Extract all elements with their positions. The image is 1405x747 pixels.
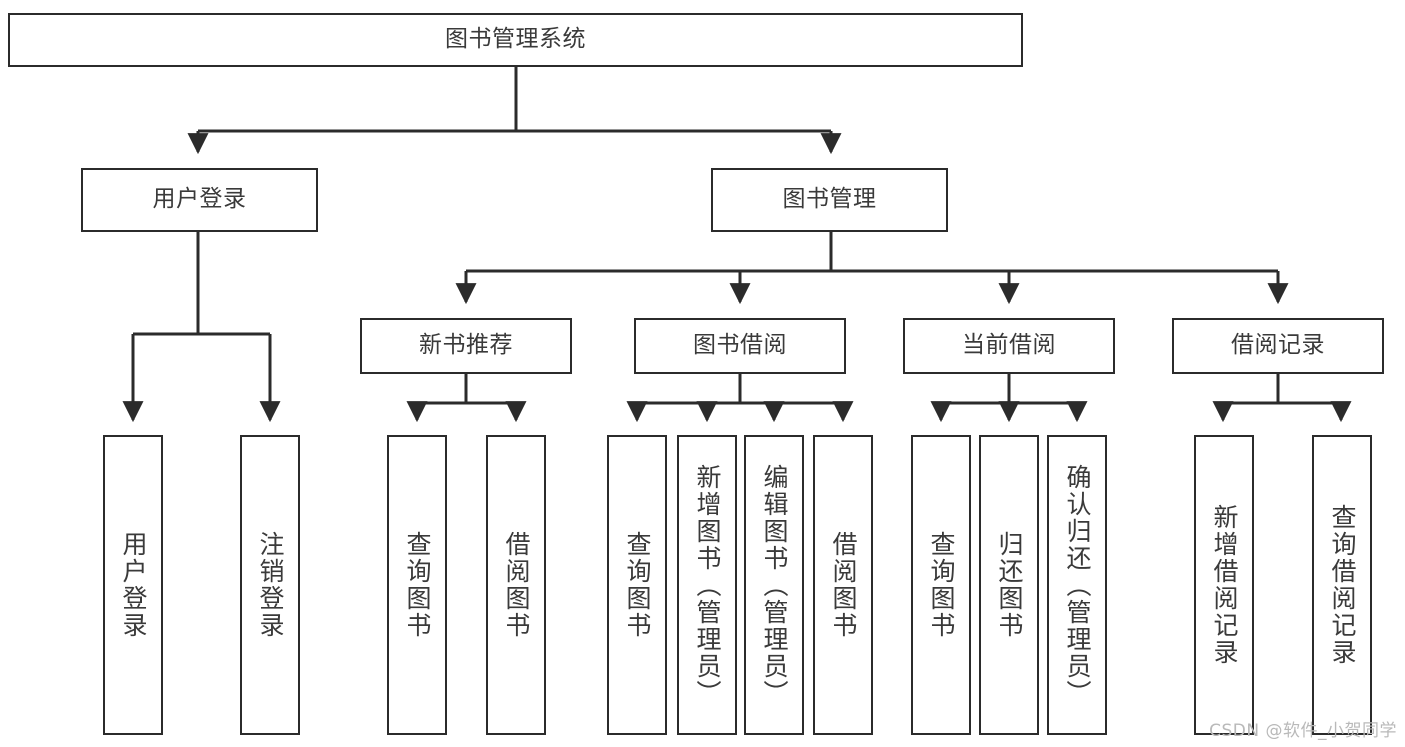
leaf-book-borrow-query-book[interactable]: 查询图书 (607, 435, 667, 735)
leaf-new-book-borrow-book[interactable]: 借阅图书 (486, 435, 546, 735)
leaf-current-borrow-query-book[interactable]: 查询图书 (911, 435, 971, 735)
leaf-label: 查询借阅记录 (1328, 504, 1357, 666)
node-user-login[interactable]: 用户登录 (81, 168, 318, 232)
leaf-label: 新增图书（管理员） (693, 463, 722, 707)
leaf-user-login-login[interactable]: 用户登录 (103, 435, 163, 735)
leaf-book-borrow-edit-book[interactable]: 编辑图书（管理员） (744, 435, 804, 735)
leaf-book-borrow-borrow-book[interactable]: 借阅图书 (813, 435, 873, 735)
leaf-new-book-query-book[interactable]: 查询图书 (387, 435, 447, 735)
leaf-label: 注销登录 (256, 531, 285, 639)
leaf-label: 用户登录 (119, 531, 148, 639)
leaf-label: 查询图书 (403, 531, 432, 639)
node-user-login-label: 用户登录 (152, 186, 247, 213)
node-new-book-recommend-label: 新书推荐 (419, 332, 513, 359)
leaf-borrow-record-add-record[interactable]: 新增借阅记录 (1194, 435, 1254, 735)
leaf-label: 新增借阅记录 (1210, 504, 1239, 666)
leaf-label: 编辑图书（管理员） (760, 463, 789, 707)
node-new-book-recommend[interactable]: 新书推荐 (360, 318, 572, 374)
node-book-management-label: 图书管理 (782, 186, 877, 213)
leaf-label: 查询图书 (927, 531, 956, 639)
node-borrow-record-label: 借阅记录 (1231, 332, 1325, 359)
node-book-management[interactable]: 图书管理 (711, 168, 948, 232)
leaf-label: 确认归还（管理员） (1063, 463, 1092, 707)
node-book-borrow[interactable]: 图书借阅 (634, 318, 846, 374)
node-current-borrow-label: 当前借阅 (962, 332, 1056, 359)
leaf-label: 借阅图书 (502, 531, 531, 639)
csdn-watermark: CSDN @软件_小贺同学 (1209, 721, 1397, 741)
leaf-current-borrow-confirm-return[interactable]: 确认归还（管理员） (1047, 435, 1107, 735)
leaf-user-login-logout[interactable]: 注销登录 (240, 435, 300, 735)
node-root[interactable]: 图书管理系统 (8, 13, 1023, 67)
leaf-label: 查询图书 (623, 531, 652, 639)
leaf-borrow-record-query-record[interactable]: 查询借阅记录 (1312, 435, 1372, 735)
node-book-borrow-label: 图书借阅 (693, 332, 787, 359)
node-root-label: 图书管理系统 (445, 26, 586, 53)
node-borrow-record[interactable]: 借阅记录 (1172, 318, 1384, 374)
leaf-label: 归还图书 (995, 531, 1024, 639)
node-current-borrow[interactable]: 当前借阅 (903, 318, 1115, 374)
leaf-book-borrow-add-book[interactable]: 新增图书（管理员） (677, 435, 737, 735)
leaf-label: 借阅图书 (829, 531, 858, 639)
leaf-current-borrow-return-book[interactable]: 归还图书 (979, 435, 1039, 735)
